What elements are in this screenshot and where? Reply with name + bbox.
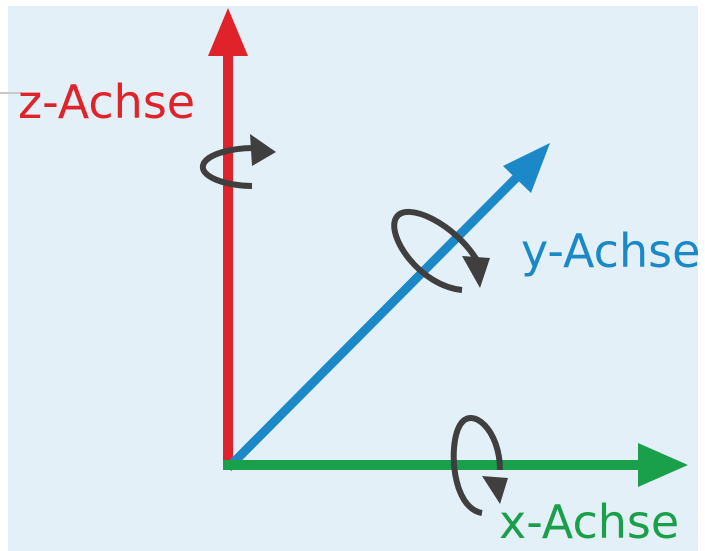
y-axis-label: y-Achse [521,224,700,278]
y-axis [224,143,550,472]
z-axis [208,8,248,468]
x-axis [223,443,688,487]
y-axis-arrowhead [503,143,550,193]
z-axis-label: z-Achse [18,75,195,129]
z-axis-arrowhead [208,8,248,56]
rotation-arrow-icon [450,415,508,516]
rotation-arrow-icon [199,134,276,189]
x-axis-label: x-Achse [499,495,679,549]
rotation-arrow-icon [391,209,490,293]
x-axis-arrowhead [638,443,688,487]
y-axis-line [224,166,528,472]
